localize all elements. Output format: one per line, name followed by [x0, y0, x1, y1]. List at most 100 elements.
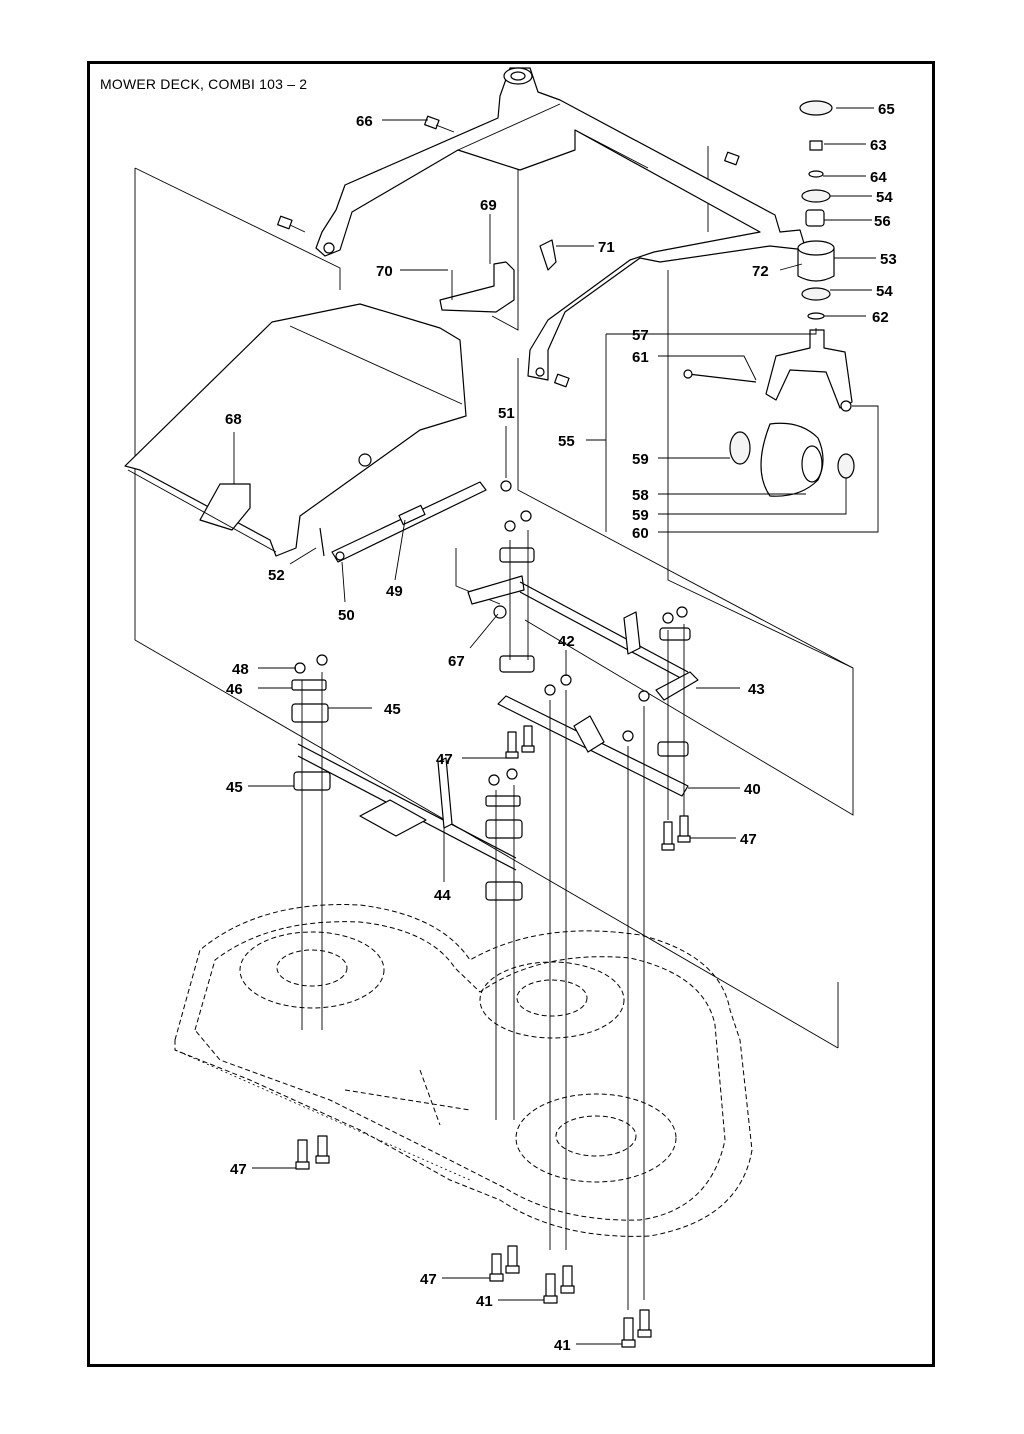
pedal-44 [359, 799, 427, 837]
callout-66: 66 [356, 113, 373, 130]
callout-55: 55 [558, 433, 575, 450]
spindle-center [516, 979, 588, 1017]
deck-shell [174, 904, 753, 1237]
callout-labels: 65 63 64 54 56 53 72 54 62 66 69 71 70 5… [225, 101, 897, 1354]
plane-bottom-diagonal [134, 639, 839, 1049]
shaft-lever-44 [437, 757, 453, 829]
callout-47-d: 47 [420, 1271, 437, 1288]
frame-front-bar [127, 469, 277, 553]
wheel-hub [801, 445, 823, 483]
callout-48: 48 [232, 661, 249, 678]
axle-head [683, 369, 693, 379]
frame-stud [358, 453, 372, 467]
callout-64: 64 [870, 169, 887, 186]
callout-63: 63 [870, 137, 887, 154]
caster-fork-57 [765, 329, 853, 409]
alignment-lines [301, 530, 685, 1310]
bolts-bottom [295, 725, 691, 1348]
rod-spring [398, 504, 426, 526]
shaft-43 [519, 581, 689, 673]
bracket-69 [439, 261, 515, 313]
lift-arm [315, 67, 807, 381]
plane-left-upper [134, 167, 341, 290]
bolt-47-center [489, 1245, 520, 1282]
front-shaft-assembly [291, 654, 689, 901]
arm-edge [457, 103, 561, 151]
spacer-59-right [837, 453, 855, 479]
lift-arm-assembly [277, 67, 807, 388]
bearing-54-top [801, 189, 831, 203]
nut-42b [544, 684, 556, 696]
pin-52 [319, 527, 325, 557]
callout-59-a: 59 [632, 451, 649, 468]
bolt-63 [809, 140, 823, 151]
callout-40: 40 [744, 781, 761, 798]
axle-61 [687, 373, 757, 383]
callout-65: 65 [878, 101, 895, 118]
clip-51 [500, 480, 512, 492]
mower-frame-68 [124, 303, 512, 563]
callout-69: 69 [480, 197, 497, 214]
callout-68: 68 [225, 411, 242, 428]
diagram-title: MOWER DECK, COMBI 103 – 2 [100, 76, 308, 92]
arm-pivot-hole [510, 71, 526, 81]
housing-top [797, 240, 835, 256]
callout-47-b: 47 [740, 831, 757, 848]
spindle-left [276, 949, 348, 987]
callout-54-bottom: 54 [876, 283, 893, 300]
nut-60 [840, 400, 852, 412]
arm-edge-right [574, 129, 649, 169]
callout-58: 58 [632, 487, 649, 504]
bolt-right-arm [554, 373, 570, 388]
cap-65 [799, 100, 833, 116]
callout-52: 52 [268, 567, 285, 584]
clip-71 [539, 239, 557, 271]
callout-53: 53 [880, 251, 897, 268]
arm-end-hole-left [323, 242, 335, 254]
deck-edge-front [174, 1049, 471, 1181]
mower-deck-outline [174, 904, 753, 1237]
callout-49: 49 [386, 583, 403, 600]
callout-45-a: 45 [384, 701, 401, 718]
bearing-54-bottom [801, 287, 831, 301]
mount-bracket-40 [573, 715, 605, 753]
blade-housing-left [239, 931, 385, 1009]
callout-50: 50 [338, 607, 355, 624]
plane-right-vertical [667, 270, 854, 669]
bolt-41-center [543, 1265, 575, 1304]
bolt-41-right [621, 1309, 652, 1348]
leader-lines [233, 107, 879, 1345]
bolt-47-left [295, 1135, 330, 1170]
rear-shaft-assembly [467, 510, 699, 757]
callout-45-b: 45 [226, 779, 243, 796]
bolt-72-upper [724, 151, 740, 166]
frame-crossbar [289, 325, 463, 405]
arm-end-hole-right [535, 367, 545, 377]
callout-51: 51 [498, 405, 515, 422]
callout-67: 67 [448, 653, 465, 670]
shaft-arm [623, 611, 641, 655]
bolt-47-right [661, 815, 691, 851]
callout-72: 72 [752, 263, 769, 280]
washer-62 [807, 312, 825, 320]
washer-64 [808, 170, 824, 178]
callout-47-c: 47 [230, 1161, 247, 1178]
callout-47-a: 47 [436, 751, 453, 768]
spindle-right [555, 1115, 637, 1157]
callout-46: 46 [226, 681, 243, 698]
callout-41-a: 41 [476, 1293, 493, 1310]
nut-43 [638, 690, 650, 702]
shaft-44 [297, 743, 517, 859]
caster-assembly [439, 100, 855, 497]
callout-71: 71 [598, 239, 615, 256]
caster-housing-53 [797, 247, 835, 282]
bolt-66 [424, 115, 455, 133]
callout-70: 70 [376, 263, 393, 280]
callout-56: 56 [874, 213, 891, 230]
clamp-set-left [291, 654, 331, 791]
spacer-59-left [729, 431, 751, 465]
callout-44: 44 [434, 887, 451, 904]
blade-housing-center [479, 961, 625, 1039]
clamp-set-right [657, 606, 691, 757]
